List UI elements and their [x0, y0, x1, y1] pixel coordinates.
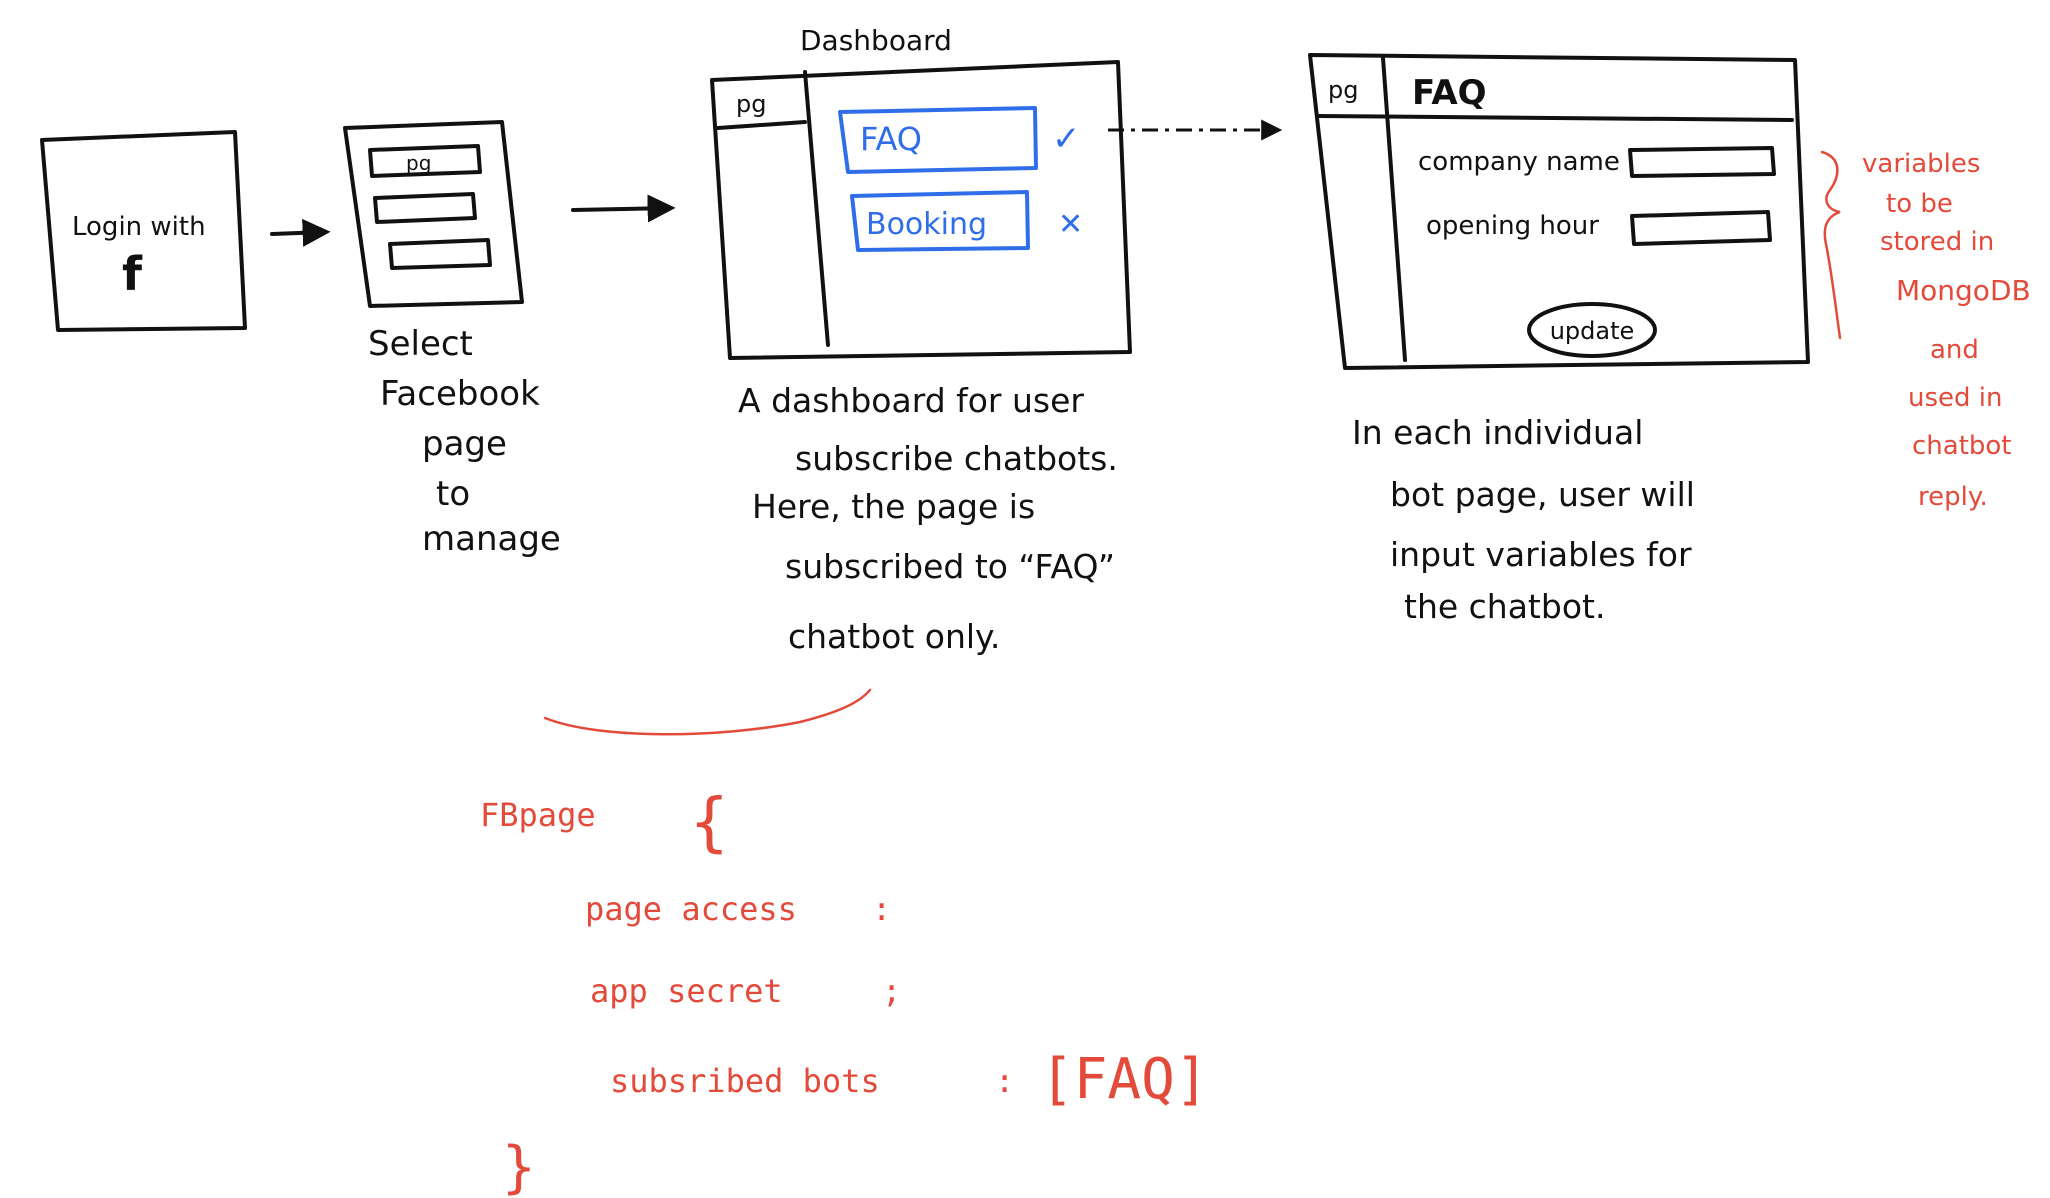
sidebar-label: pg: [1328, 76, 1358, 104]
page-option-3[interactable]: [388, 238, 492, 270]
login-label: Login with: [72, 212, 206, 242]
svg-text:}: }: [502, 1135, 536, 1198]
select-page-caption: Select Facebook page to manage: [368, 324, 561, 559]
svg-text:reply.: reply.: [1918, 482, 1988, 512]
svg-text:page: page: [422, 424, 507, 464]
svg-text:[FAQ]: [FAQ]: [1040, 1047, 1209, 1112]
svg-text:stored in: stored in: [1880, 227, 1994, 257]
svg-text:MongoDB: MongoDB: [1896, 274, 2031, 307]
svg-text:update: update: [1550, 317, 1635, 345]
page-select-card[interactable]: pg: [343, 120, 524, 308]
svg-text:FAQ: FAQ: [860, 120, 922, 158]
svg-text:manage: manage: [422, 519, 561, 559]
svg-text:Select: Select: [368, 324, 473, 364]
dashboard-title: Dashboard: [800, 24, 952, 57]
svg-text:Facebook: Facebook: [380, 374, 540, 414]
svg-text:bot page, user will: bot page, user will: [1390, 475, 1695, 514]
svg-text:subsribed bots: subsribed bots: [610, 1062, 880, 1100]
storage-note: variables to be stored in MongoDB and us…: [1862, 149, 2031, 512]
svg-text:input variables for: input variables for: [1390, 535, 1692, 574]
svg-text:Here, the page is: Here, the page is: [752, 487, 1035, 526]
svg-text::: :: [995, 1062, 1014, 1100]
arrow-right-icon: [270, 218, 331, 247]
svg-text::: :: [872, 890, 891, 928]
faq-caption: In each individual bot page, user will i…: [1352, 413, 1695, 626]
svg-text:;: ;: [882, 972, 901, 1010]
faq-title: FAQ: [1412, 73, 1487, 113]
svg-text:chatbot only.: chatbot only.: [788, 617, 1000, 656]
svg-text:the chatbot.: the chatbot.: [1404, 587, 1605, 626]
page-option-1[interactable]: [368, 144, 482, 178]
opening-hour-input[interactable]: [1630, 210, 1772, 246]
svg-text:FBpage: FBpage: [480, 796, 596, 834]
bot-item-faq[interactable]: FAQ ✓: [838, 106, 1081, 174]
schema-pointer-curve: [543, 688, 872, 736]
check-icon: ✓: [1052, 119, 1081, 159]
svg-text:subscribed to “FAQ”: subscribed to “FAQ”: [785, 547, 1115, 586]
page-option-label: pg: [406, 151, 431, 175]
page-option-2[interactable]: [373, 192, 477, 224]
svg-text:app secret: app secret: [590, 972, 783, 1010]
svg-text:variables: variables: [1862, 149, 1980, 179]
sidebar-label: pg: [736, 90, 766, 118]
update-button[interactable]: update: [1527, 302, 1657, 358]
faq-window: pg FAQ: [1308, 53, 1810, 370]
schema-block: FBpage { page access : app secret ; subs…: [480, 786, 1209, 1198]
svg-text:page access: page access: [585, 890, 797, 928]
company-name-input[interactable]: [1628, 146, 1776, 178]
dashboard-caption: A dashboard for user subscribe chatbots.…: [738, 381, 1118, 656]
company-name-label: company name: [1418, 147, 1620, 177]
login-card[interactable]: Login with f: [40, 130, 247, 332]
arrow-right-icon: [571, 194, 676, 223]
svg-text:In each individual: In each individual: [1352, 413, 1643, 452]
svg-text:subscribe chatbots.: subscribe chatbots.: [795, 439, 1118, 478]
svg-text:to: to: [436, 474, 470, 514]
svg-text:Booking: Booking: [866, 207, 987, 242]
svg-text:and: and: [1930, 335, 1979, 365]
bot-item-booking[interactable]: Booking ✕: [850, 190, 1083, 252]
svg-text:chatbot: chatbot: [1912, 431, 2012, 461]
svg-text:to be: to be: [1886, 189, 1953, 219]
cross-icon: ✕: [1058, 207, 1083, 242]
dashboard-window: pg: [710, 60, 1132, 360]
note-brace: [1820, 150, 1842, 340]
opening-hour-label: opening hour: [1426, 211, 1599, 241]
svg-text:A dashboard for user: A dashboard for user: [738, 381, 1084, 420]
svg-text:{: {: [690, 786, 729, 860]
facebook-icon: f: [122, 247, 143, 301]
svg-text:used in: used in: [1908, 383, 2003, 413]
